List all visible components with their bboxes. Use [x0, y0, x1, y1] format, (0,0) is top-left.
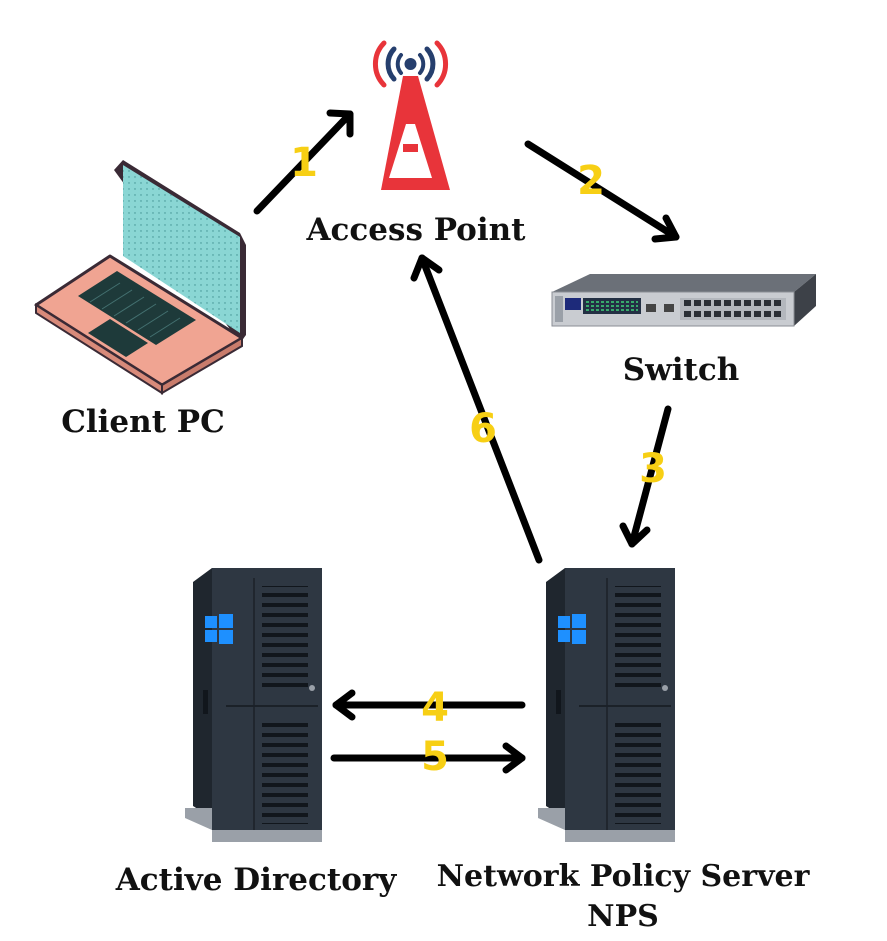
nps-label-line1: Network Policy Server: [437, 859, 811, 894]
nps-server-icon: [538, 568, 675, 842]
arrow-step-4: [332, 689, 526, 721]
step-number-2: 2: [577, 158, 605, 204]
arrow-step-5: [330, 742, 526, 774]
step-number-3: 3: [639, 446, 667, 492]
arrow-step-1: [253, 109, 354, 215]
access-point-label: Access Point: [305, 212, 526, 248]
laptop-icon: [34, 160, 246, 395]
arrow-step-6: [410, 254, 543, 564]
step-number-1: 1: [290, 140, 318, 186]
nps-label-line2: NPS: [587, 899, 659, 934]
active-directory-server-icon: [185, 568, 322, 842]
arrow-step-2: [524, 140, 680, 243]
client-pc-label: Client PC: [61, 404, 225, 440]
switch-icon: [551, 274, 816, 327]
arrow-step-3: [619, 405, 672, 548]
access-point-icon: [372, 40, 450, 190]
switch-label: Switch: [623, 352, 740, 388]
step-number-5: 5: [421, 734, 449, 780]
step-number-6: 6: [469, 406, 497, 452]
step-number-4: 4: [421, 685, 449, 731]
active-directory-label: Active Directory: [115, 862, 397, 898]
